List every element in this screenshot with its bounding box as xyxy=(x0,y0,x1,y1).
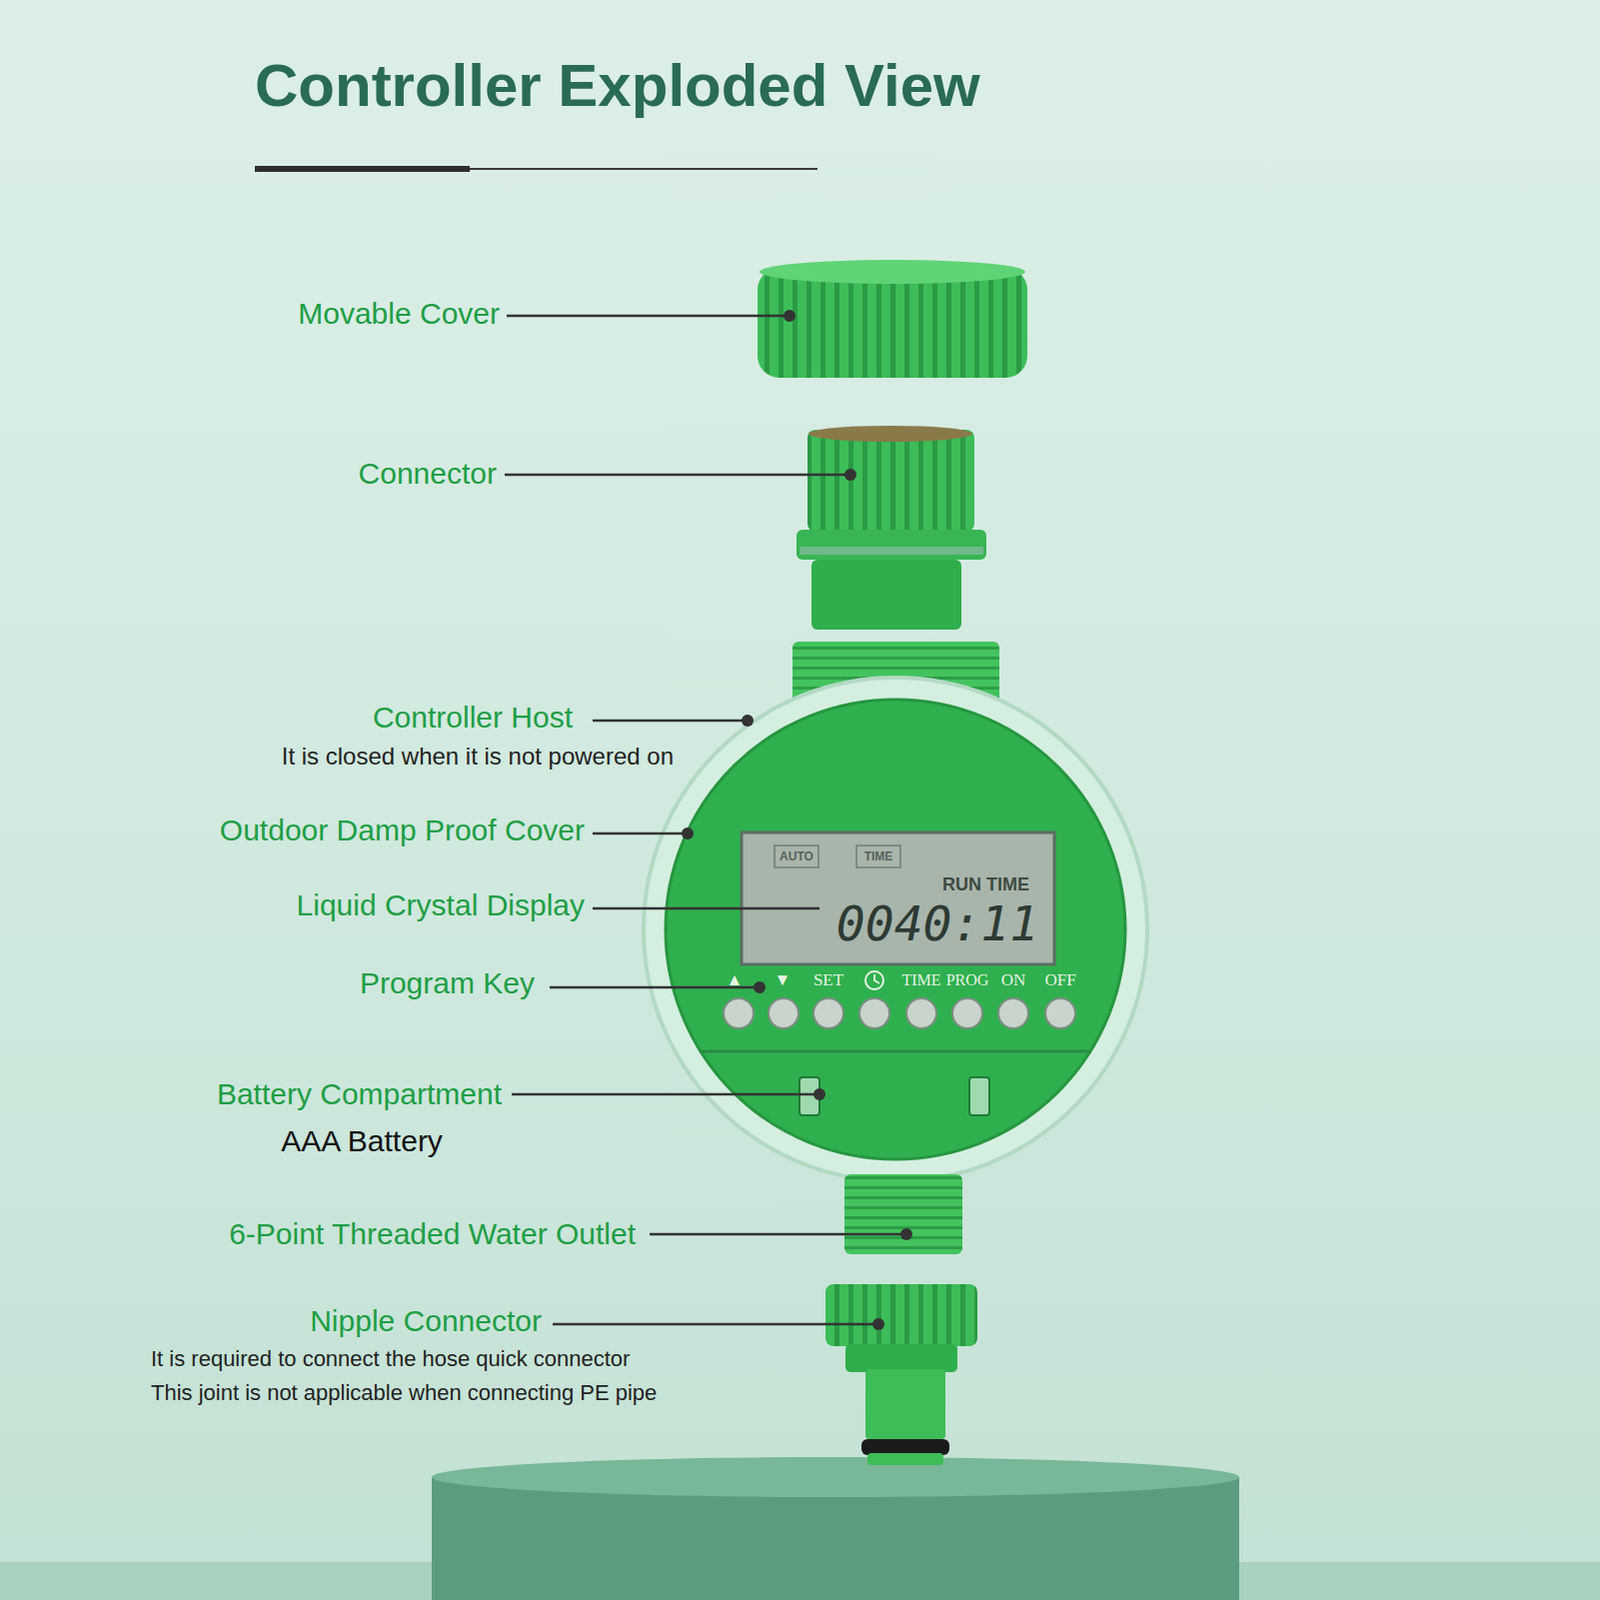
part-label: Program Key xyxy=(359,965,535,1002)
illustration-shape xyxy=(906,998,937,1029)
nipple-connector xyxy=(825,1284,978,1466)
part-label: Connector xyxy=(358,455,497,492)
illustration-shape xyxy=(865,1369,946,1440)
illustration-shape xyxy=(998,998,1029,1029)
illustration-shape xyxy=(665,699,1126,1160)
key-label: PROG xyxy=(946,970,990,990)
illustration-shape xyxy=(723,998,754,1029)
title-rule-accent xyxy=(254,165,470,172)
key-label: ▲ xyxy=(726,970,744,991)
illustration-shape xyxy=(872,1318,885,1331)
illustration-shape xyxy=(699,1050,1092,1054)
movable-cover xyxy=(757,259,1028,378)
part-note: It is closed when it is not powered on xyxy=(281,742,674,772)
illustration-shape xyxy=(741,832,1055,965)
key-label: ▼ xyxy=(774,970,792,991)
lcd-indicator: AUTO xyxy=(779,849,814,864)
illustration-shape xyxy=(681,827,694,840)
illustration-shape xyxy=(723,998,1076,1029)
part-note: It is required to connect the hose quick… xyxy=(150,1346,630,1373)
illustration-shape xyxy=(753,981,766,994)
illustration-shape xyxy=(807,429,975,532)
illustration-shape xyxy=(1045,998,1076,1029)
illustration-shape xyxy=(865,971,884,990)
illustration-shape xyxy=(861,1439,950,1456)
illustration-shape xyxy=(759,259,1026,284)
illustration-shape xyxy=(874,974,880,984)
illustration-shape xyxy=(768,998,799,1029)
illustration-shape xyxy=(796,529,987,560)
part-label: Movable Cover xyxy=(297,295,500,332)
water-outlet xyxy=(844,1174,963,1255)
illustration-shape xyxy=(592,907,820,911)
illustration-shape xyxy=(900,1228,913,1241)
illustration-shape xyxy=(643,677,1148,1182)
illustration-shape xyxy=(845,1344,958,1373)
illustration-shape xyxy=(592,719,748,723)
illustration-shape xyxy=(825,1284,978,1347)
key-label: SET xyxy=(813,970,844,991)
illustration-shape xyxy=(511,1093,820,1097)
illustration-shape xyxy=(757,267,1028,378)
illustration-shape xyxy=(504,473,851,477)
part-note: This joint is not applicable when connec… xyxy=(150,1380,657,1407)
illustration-shape xyxy=(969,1077,990,1116)
illustration-shape xyxy=(552,1323,879,1327)
pedestal-top xyxy=(431,1457,1240,1498)
title: Controller Exploded View xyxy=(254,49,981,122)
illustration-shape xyxy=(506,314,790,318)
key-label: OFF xyxy=(1044,970,1076,991)
illustration-shape xyxy=(813,998,844,1029)
key-label: TIME xyxy=(901,970,941,990)
lcd-indicator: TIME xyxy=(864,849,894,864)
part-label: Controller Host xyxy=(372,699,573,736)
key-label: ON xyxy=(1001,970,1027,991)
illustration-shape xyxy=(799,546,984,555)
lcd-indicator: RUN TIME xyxy=(942,874,1030,897)
part-label: Liquid Crystal Display xyxy=(296,887,585,924)
part-label: Battery Compartment xyxy=(216,1076,502,1113)
illustration-shape xyxy=(811,559,962,630)
illustration-shape xyxy=(813,1088,826,1101)
part-note: AAA Battery xyxy=(280,1123,443,1160)
controller-host xyxy=(643,641,1148,1182)
illustration-shape xyxy=(844,468,857,481)
illustration-shape xyxy=(859,998,890,1029)
illustration-shape xyxy=(865,971,884,990)
part-label: Nipple Connector xyxy=(309,1303,542,1340)
illustration-shape xyxy=(774,845,819,868)
illustration-shape xyxy=(783,309,796,322)
connector-part xyxy=(796,425,987,630)
illustration-shape xyxy=(952,998,983,1029)
part-label: 6-Point Threaded Water Outlet xyxy=(228,1216,636,1253)
illustration-shape xyxy=(808,425,973,442)
illustration-shape xyxy=(649,1233,907,1237)
illustration-shape xyxy=(741,714,754,727)
part-label: Outdoor Damp Proof Cover xyxy=(219,812,585,849)
leader-dots xyxy=(681,309,913,1331)
illustration-shape xyxy=(856,845,901,868)
lcd-digits: 0040:11 xyxy=(836,895,1039,954)
illustration-shape xyxy=(867,1453,944,1466)
illustration-shape xyxy=(592,832,688,836)
